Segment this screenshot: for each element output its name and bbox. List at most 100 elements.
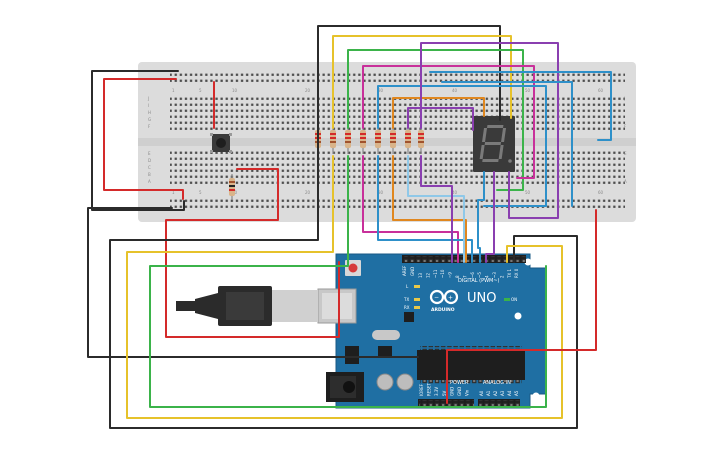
resistor xyxy=(345,126,351,154)
wire xyxy=(420,155,453,263)
column-number: 60 xyxy=(598,190,604,195)
column-number: 5 xyxy=(199,190,202,195)
voltage-regulator xyxy=(345,346,359,364)
row-letter: D xyxy=(148,158,151,163)
microcontroller-chip xyxy=(417,346,525,384)
wire xyxy=(377,85,547,207)
column-number: 40 xyxy=(452,88,458,93)
column-number: 20 xyxy=(305,190,311,195)
column-number: 20 xyxy=(305,88,311,93)
wire xyxy=(420,42,559,219)
wire xyxy=(362,65,535,179)
wire xyxy=(165,168,340,338)
pin-label: 3.3V xyxy=(434,387,439,396)
pin-label: 2 xyxy=(499,275,504,278)
row-letter: C xyxy=(148,165,151,170)
wire xyxy=(441,81,573,207)
column-number: 50 xyxy=(525,88,531,93)
pin-label: GND xyxy=(457,387,462,396)
usb-port xyxy=(317,288,357,324)
row-letter: H xyxy=(148,110,151,115)
arduino-logo: − + xyxy=(429,289,459,305)
column-number: 40 xyxy=(452,190,458,195)
terminal-strip-top xyxy=(170,96,625,132)
led-tx-label: TX xyxy=(403,297,409,302)
wire xyxy=(392,155,467,263)
power-jack xyxy=(326,372,364,402)
row-letter: B xyxy=(148,172,151,177)
svg-text:+: + xyxy=(448,295,453,302)
digital-label: DIGITAL (PWM~) xyxy=(458,278,500,284)
wire xyxy=(429,71,612,141)
column-number: 30 xyxy=(378,88,384,93)
wire xyxy=(407,107,474,131)
arduino-board: L TX RX ON − + UNO ARDUINO DIGITAL (PWM~… xyxy=(317,253,547,409)
pin-label: A5 xyxy=(514,390,519,396)
pin-label: ~5 xyxy=(477,272,482,278)
pin-label: RESET xyxy=(427,383,432,396)
pin-label: TX 1 xyxy=(507,269,512,279)
wire xyxy=(91,70,185,211)
led-on xyxy=(504,298,510,301)
row-letter: G xyxy=(148,117,151,122)
pin-label: ~10 xyxy=(440,269,445,278)
resistor xyxy=(360,126,366,154)
pin-label: 8 xyxy=(455,275,460,278)
led-l-label: L xyxy=(406,284,409,289)
pin-label: A4 xyxy=(507,390,512,396)
column-number: 10 xyxy=(232,88,238,93)
row-letter: E xyxy=(624,151,627,156)
pin-label: 7 xyxy=(462,275,467,278)
row-letter: F xyxy=(148,124,151,129)
pin-label: 5V xyxy=(442,390,447,396)
wire xyxy=(126,155,563,419)
wire xyxy=(446,209,597,404)
crystal xyxy=(372,330,400,340)
aref-label: AREF xyxy=(402,265,407,276)
resistor xyxy=(330,126,336,154)
column-number: 1 xyxy=(172,88,175,93)
svg-text:−: − xyxy=(434,294,439,301)
pin-label: A1 xyxy=(486,390,491,396)
wire xyxy=(347,49,524,191)
capacitor xyxy=(396,373,414,391)
row-letter: E xyxy=(148,151,151,156)
pin-label: 13 xyxy=(418,272,423,278)
resistor xyxy=(418,126,424,154)
wire xyxy=(149,155,547,408)
pin-label: A2 xyxy=(493,390,498,396)
wire xyxy=(407,155,465,263)
uno-logo: UNO xyxy=(467,291,496,306)
power-label: POWER xyxy=(450,380,469,386)
row-letter: A xyxy=(148,179,151,184)
pin-label: IOREF xyxy=(419,383,424,396)
wire xyxy=(103,78,184,200)
led-tx xyxy=(414,298,420,301)
column-number: 1 xyxy=(172,190,175,195)
wire xyxy=(109,155,578,429)
pushbutton[interactable] xyxy=(210,133,232,153)
bottom-power-rail xyxy=(170,198,625,210)
wire xyxy=(485,171,495,263)
pin-label: GND xyxy=(449,387,454,396)
pin-label: Vin xyxy=(465,389,470,396)
pin-label: ~3 xyxy=(492,272,497,278)
pin-label: ~6 xyxy=(470,272,475,278)
row-letter: I xyxy=(148,103,149,108)
resistor xyxy=(405,126,411,154)
usb-cable xyxy=(176,286,318,326)
analog-label: ANALOG IN xyxy=(483,380,511,386)
resistor xyxy=(375,126,381,154)
seven-segment-display xyxy=(473,116,515,172)
row-letter: F xyxy=(624,124,627,129)
column-number: 5 xyxy=(199,88,202,93)
wire xyxy=(377,155,473,263)
chip xyxy=(404,312,414,322)
pin-label: A3 xyxy=(500,390,505,396)
wire xyxy=(477,171,485,263)
pin-label: 4 xyxy=(485,275,490,278)
led-l xyxy=(414,285,420,288)
row-letter: J xyxy=(147,96,149,101)
wire xyxy=(392,97,485,129)
